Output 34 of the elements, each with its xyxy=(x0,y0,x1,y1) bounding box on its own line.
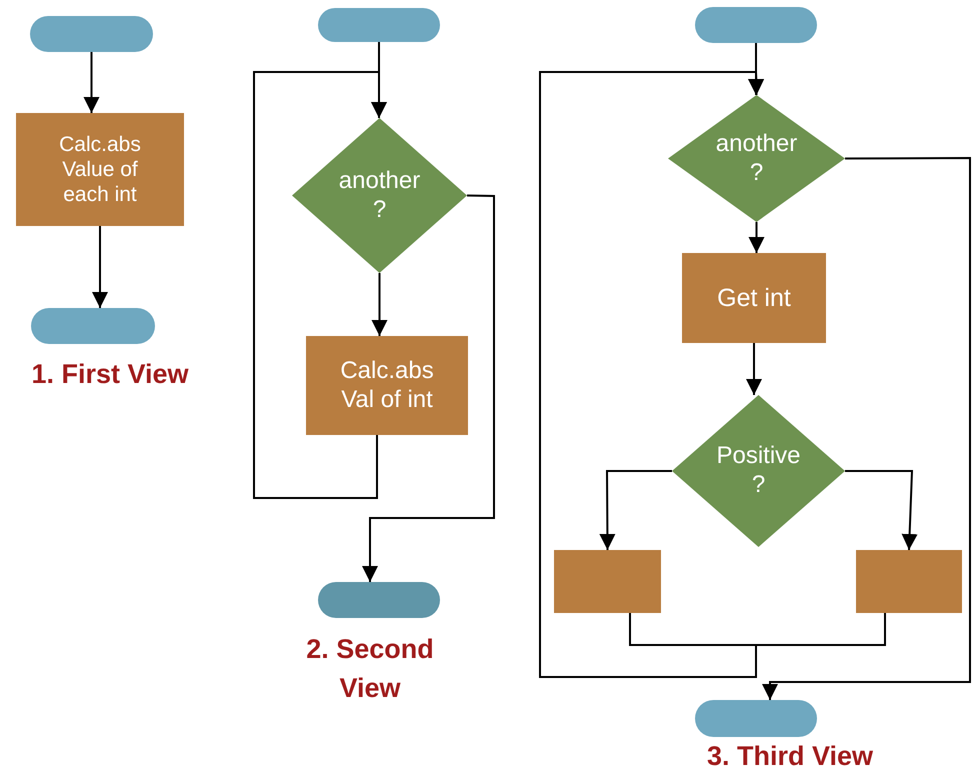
decision-diamond xyxy=(292,118,467,273)
arrow xyxy=(253,71,387,499)
view-title: 3. Third View xyxy=(706,740,874,773)
view-title: 1. First View xyxy=(30,358,190,391)
process-box xyxy=(306,336,468,435)
terminal-pill xyxy=(318,8,440,42)
terminal-pill xyxy=(31,308,155,344)
terminal-pill xyxy=(695,700,817,737)
node-label: another ? xyxy=(714,130,798,188)
arrow xyxy=(92,226,108,308)
process-box xyxy=(16,113,184,226)
arrow xyxy=(362,194,495,582)
arrow xyxy=(599,470,672,550)
arrow xyxy=(372,273,388,336)
arrow xyxy=(762,157,971,700)
view-title: 2. Second View xyxy=(305,633,435,706)
node-label: Positive ? xyxy=(715,442,802,500)
node-label: Calc.abs Value of each int xyxy=(58,132,142,208)
arrow xyxy=(845,470,918,550)
terminal-pill xyxy=(695,7,817,43)
node-label: Calc.abs Val of int xyxy=(339,356,435,414)
decision-diamond xyxy=(668,95,845,222)
process-box xyxy=(856,550,962,613)
process-box xyxy=(682,253,826,343)
terminal-pill xyxy=(318,582,440,618)
terminal-pill xyxy=(30,16,153,52)
process-box xyxy=(554,550,661,613)
arrow xyxy=(748,222,764,253)
arrow xyxy=(746,343,762,395)
node-label: Get int xyxy=(717,283,791,313)
node-label: another ? xyxy=(338,166,422,224)
decision-diamond xyxy=(672,395,845,547)
arrow xyxy=(539,71,886,678)
arrow xyxy=(84,52,100,113)
